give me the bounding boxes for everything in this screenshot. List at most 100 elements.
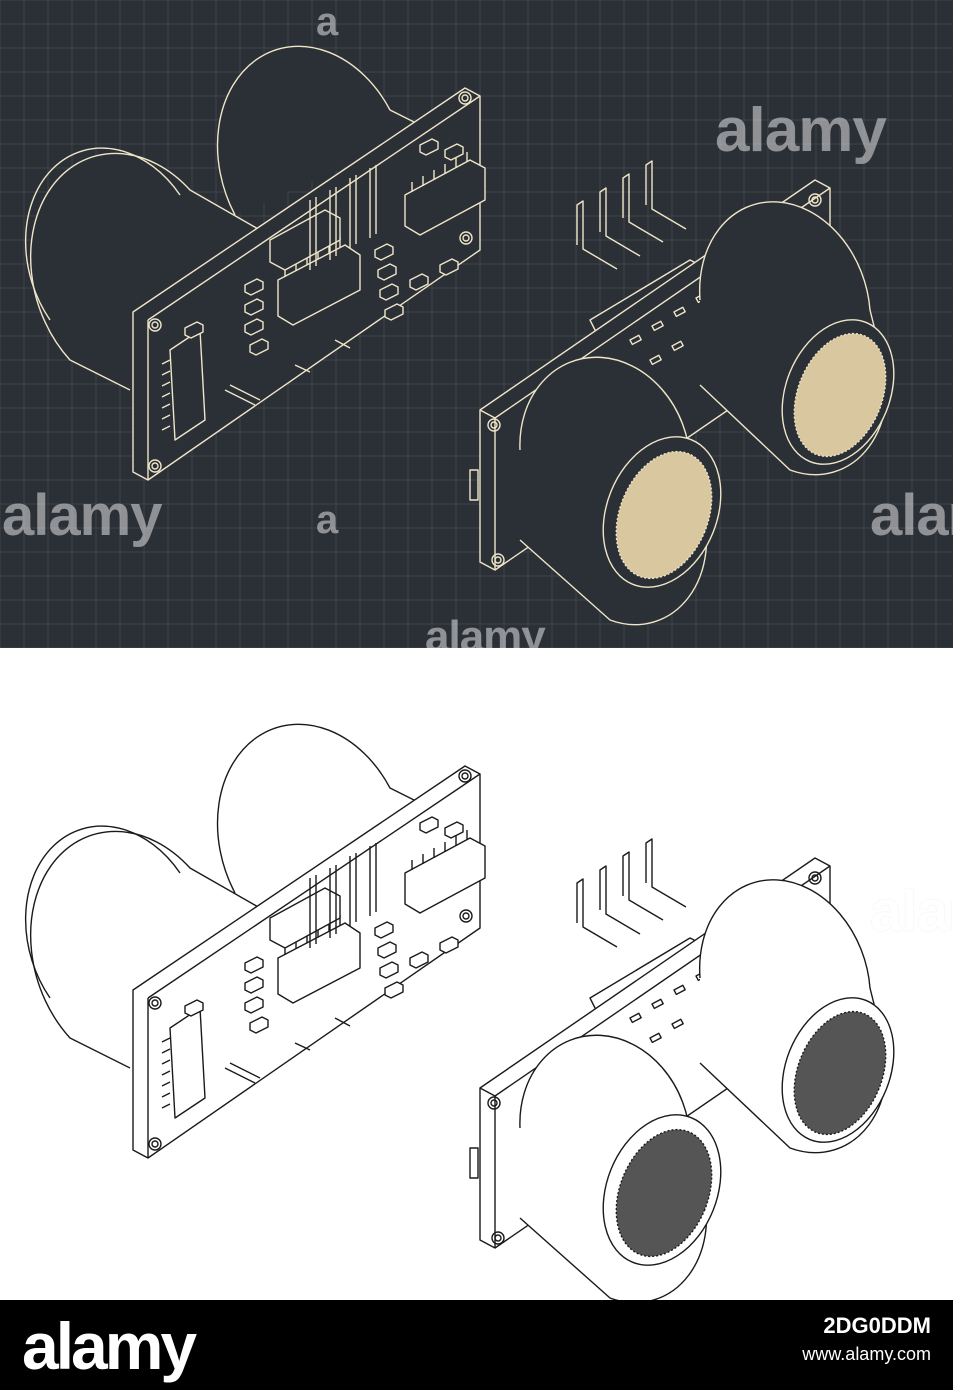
pcb-edge (147, 773, 481, 999)
crystal (269, 887, 341, 949)
ic-pin (161, 425, 171, 431)
indicator (629, 334, 642, 346)
blueprint-drawing (0, 0, 953, 648)
smd-component (439, 936, 459, 954)
header-pin (369, 843, 377, 916)
line-art-panel: alamy (0, 648, 953, 1300)
sensor-back-view (24, 723, 486, 1159)
indicator (671, 340, 684, 352)
header-pin (622, 851, 664, 921)
mounting-hole-inner (490, 421, 498, 429)
mounting-hole-inner (494, 1234, 502, 1242)
ic-chip (169, 1007, 206, 1119)
mounting-hole-inner (461, 772, 469, 780)
mounting-hole (148, 1137, 162, 1151)
watermark: alamy (870, 879, 953, 944)
header-pin (309, 875, 317, 948)
smd-component (409, 951, 429, 969)
ic-chip (277, 244, 361, 326)
mounting-hole (487, 418, 501, 432)
ic-pin (161, 414, 171, 420)
mounting-hole-inner (461, 94, 469, 102)
header-pin (645, 838, 687, 908)
mounting-hole (458, 769, 472, 783)
smd-component (244, 298, 264, 316)
ic-pin (161, 1092, 171, 1098)
transducer-outline (24, 825, 181, 999)
smd-component (409, 273, 429, 291)
indicator (673, 306, 686, 318)
smd-component (249, 1016, 269, 1034)
image-id: 2DG0DDM (823, 1313, 931, 1338)
mounting-hole (487, 1096, 501, 1110)
smd-component (244, 956, 264, 974)
header-pin (369, 165, 377, 238)
header-pin (599, 865, 641, 935)
header-pin (329, 187, 337, 260)
mounting-hole-inner (151, 462, 159, 470)
sensor-back-view (24, 45, 486, 481)
smd-component (244, 278, 264, 296)
mounting-hole-inner (494, 556, 502, 564)
pcb-edge (147, 95, 481, 321)
footer-logo: alamy (22, 1309, 197, 1383)
smd-component (377, 263, 397, 281)
transducer-left-mesh (615, 450, 713, 580)
trace (294, 1017, 351, 1051)
smd-component (444, 821, 464, 839)
mounting-hole-inner (151, 321, 159, 329)
watermark: alamy (2, 483, 162, 548)
ic-pin (161, 1081, 171, 1087)
ic-chip (277, 922, 361, 1004)
smd-component (374, 921, 394, 939)
mounting-hole-inner (811, 196, 819, 204)
ic-pin (161, 392, 171, 398)
watermark: alamy (715, 96, 887, 165)
mounting-hole (808, 193, 822, 207)
ic-pin (161, 1103, 171, 1109)
ic-pin (161, 1037, 171, 1043)
sensor-pair (24, 723, 895, 1300)
indicator (651, 320, 664, 332)
blueprint-panel: alamy a alamy alamy a alamy (0, 0, 953, 648)
mounting-hole (148, 318, 162, 332)
watermark: a (316, 0, 338, 44)
mounting-hole-inner (811, 874, 819, 882)
mounting-hole (148, 996, 162, 1010)
mounting-hole (491, 1231, 505, 1245)
mounting-hole-inner (462, 912, 470, 920)
smd-component (377, 941, 397, 959)
transducer-right-back (216, 723, 431, 894)
header-pin (576, 878, 618, 948)
ic-pin (161, 370, 171, 376)
transducer-outline (24, 147, 181, 321)
mounting-hole-inner (490, 1099, 498, 1107)
mounting-hole (491, 553, 505, 567)
mounting-hole (458, 91, 472, 105)
smd-component (244, 976, 264, 994)
smd-component (419, 816, 439, 834)
header-pin (349, 853, 357, 926)
sensor-pair (24, 45, 895, 626)
mounting-hole (459, 231, 473, 245)
smd-component (249, 338, 269, 356)
header-pin (599, 187, 641, 257)
indicator (649, 1032, 662, 1044)
ic-chip (404, 159, 486, 236)
header-pin (309, 197, 317, 270)
smd-component (419, 138, 439, 156)
ic-pin (161, 403, 171, 409)
transducer-left-back (29, 152, 261, 391)
indicator (629, 1012, 642, 1024)
smd-component (244, 996, 264, 1014)
capacitor (224, 384, 261, 406)
mounting-hole (808, 871, 822, 885)
stock-footer: alamy 2DG0DDM www.alamy.com (0, 1300, 953, 1390)
sensor-front-view (469, 838, 895, 1300)
indicator (671, 1018, 684, 1030)
transducer-left-back (29, 830, 261, 1069)
mounting-hole (459, 909, 473, 923)
header-pin (329, 865, 337, 938)
ic-pin (161, 381, 171, 387)
ic-chip (404, 837, 486, 914)
